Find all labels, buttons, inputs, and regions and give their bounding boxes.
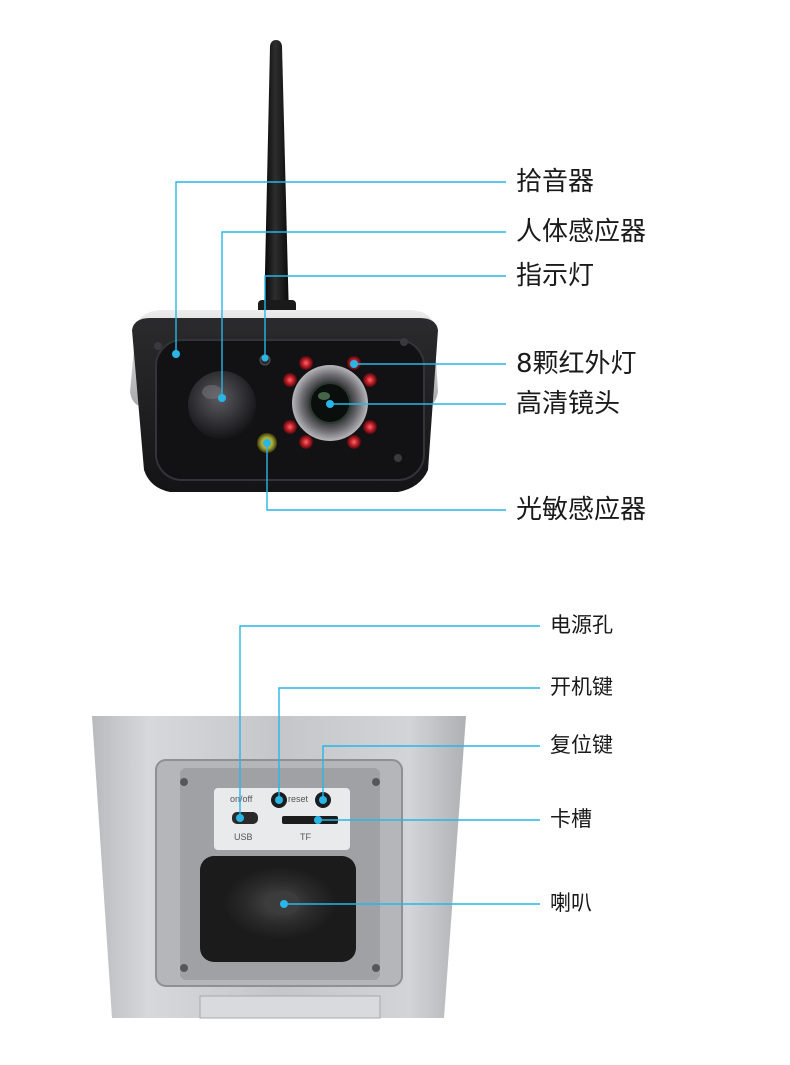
callout-dot [236,814,244,822]
tf-card-slot [282,816,338,824]
callout-line-pickup-mic [175,181,506,354]
ir-led [363,373,377,387]
rear-camera: on/off USB reset TF [92,716,466,1019]
label-power-hole: 电源孔 [550,613,613,637]
callout-line-power-button [278,687,540,800]
screw [180,964,188,972]
label-reset-button: 复位键 [550,733,613,757]
label-indicator-light: 指示灯 [516,261,595,291]
screw [372,778,380,786]
screw [394,454,402,462]
label-ir-leds: 8颗红外灯 [516,349,637,379]
ir-led [363,420,377,434]
callout-dots [172,350,358,908]
screw [154,342,162,350]
callout-line-power-hole [239,625,540,818]
power-marking: on/off [230,794,253,804]
callout-dot [280,900,288,908]
ir-led [347,435,361,449]
ir-led [299,435,313,449]
ir-led [283,373,297,387]
ir-led [283,420,297,434]
label-speaker: 喇叭 [550,891,592,915]
label-card-slot: 卡槽 [550,807,592,831]
callout-line-reset-button [322,745,540,800]
screw [400,338,408,346]
label-power-button: 开机键 [550,675,613,699]
callout-dot [172,350,180,358]
callout-dot [261,354,269,362]
antenna [264,40,289,318]
callout-dot [350,360,358,368]
callout-dot [326,400,334,408]
label-light-sensor: 光敏感应器 [516,495,647,525]
ir-led-array [283,356,377,449]
label-hd-lens: 高清镜头 [516,389,621,419]
mount-bracket [199,995,381,1019]
screw [372,964,380,972]
tf-marking: TF [300,832,311,842]
callout-dot [319,796,327,804]
callout-line-light-sensor [266,443,506,511]
label-motion-sensor: 人体感应器 [516,217,647,247]
ir-led [299,356,313,370]
callout-dot [314,816,322,824]
reset-marking: reset [288,794,309,804]
callout-dot [275,796,283,804]
callout-dot [263,439,271,447]
screw [180,778,188,786]
callout-lines [175,181,540,905]
motion-sensor-highlight [202,385,222,399]
usb-port [232,812,258,824]
callout-line-indicator-light [264,275,506,358]
usb-marking: USB [234,832,253,842]
callout-line-motion-sensor [221,231,506,398]
callout-dot [218,394,226,402]
label-pickup-mic: 拾音器 [516,167,595,197]
hd-lens-glare [318,392,330,400]
